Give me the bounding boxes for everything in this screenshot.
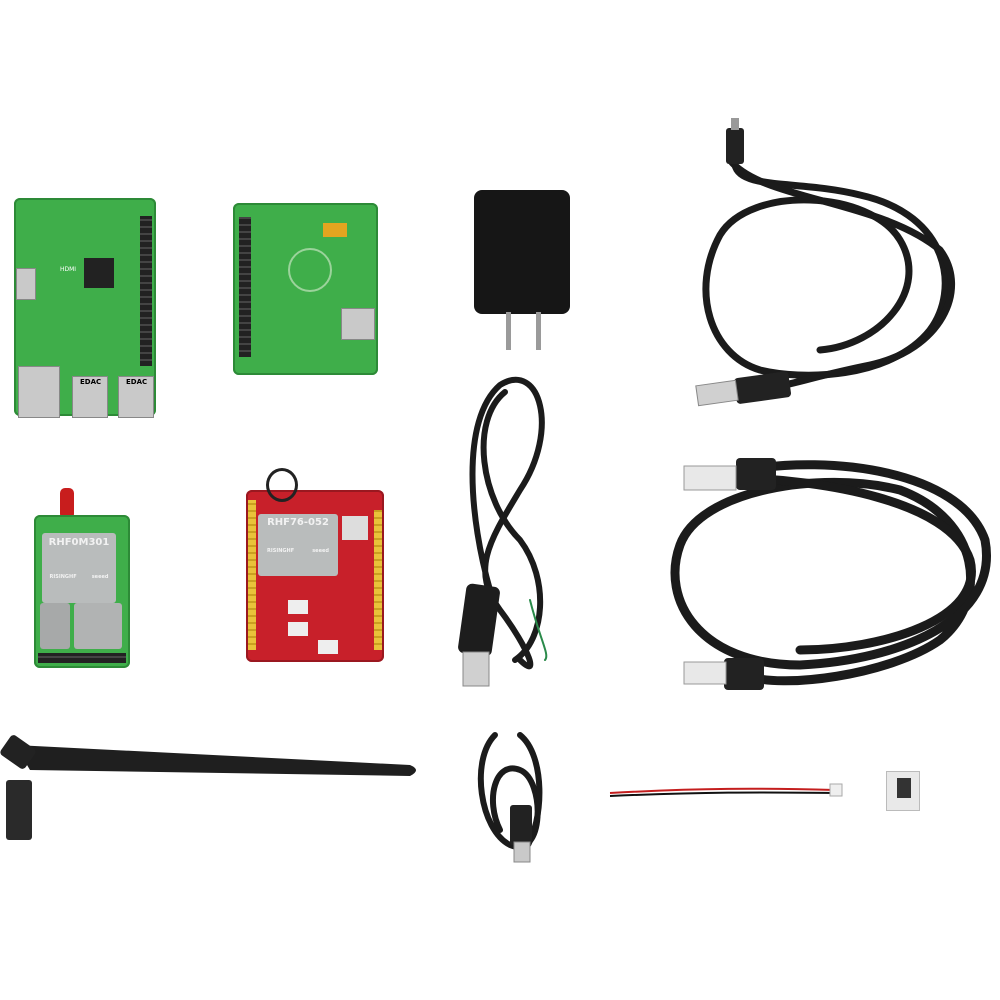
usb-a-plug — [733, 371, 791, 404]
soc-chip — [84, 258, 114, 288]
microsd-card — [897, 778, 911, 798]
shield-can-1 — [40, 603, 70, 649]
coil-antenna — [266, 468, 298, 502]
hat-component — [323, 223, 347, 237]
usb-port-2 — [118, 376, 154, 418]
rj45-plug-top — [683, 465, 737, 491]
usb-port-1 — [72, 376, 108, 418]
sd-card-package — [886, 771, 920, 811]
antenna-hinge — [0, 735, 36, 769]
red-brand-seeed: seeed — [312, 548, 329, 554]
sma-connector — [60, 488, 74, 516]
red-lora-board: RHF76-052 RISINGHF seeed — [246, 468, 384, 662]
adapter-prong-2 — [536, 312, 541, 350]
power-adapter — [474, 190, 570, 314]
red-header-right — [374, 510, 382, 650]
red-brand-risinghf: RISINGHF — [267, 548, 295, 554]
rj45-plug-bottom — [683, 661, 727, 685]
usb-label-2: EDAC — [126, 378, 148, 386]
grove-port-2 — [288, 622, 308, 636]
raspberry-pi-board: HDMI EDAC EDAC — [14, 198, 156, 418]
micro-usb-plug — [726, 128, 744, 164]
gpio-header — [140, 216, 152, 366]
lora-header — [38, 653, 126, 663]
wire-connector — [829, 783, 843, 797]
ethernet-cable — [670, 460, 991, 686]
usb-serial-plug-metal — [462, 651, 490, 687]
shield-can-2 — [74, 603, 122, 649]
ethernet-port — [18, 366, 60, 418]
red-wire — [609, 787, 836, 794]
hat-usb-port — [341, 308, 375, 340]
red-chip: RHF76-052 RISINGHF seeed — [258, 514, 338, 576]
black-wire — [609, 791, 836, 797]
hdmi-port — [16, 268, 36, 300]
grove-port-1 — [288, 600, 308, 614]
rj45-boot-bottom — [724, 658, 764, 690]
grove-port-3 — [318, 640, 338, 654]
red-chip-label: RHF76-052 — [267, 517, 329, 528]
lora-chip: RHF0M301 RISINGHF seeed — [42, 533, 116, 603]
hat-header — [239, 217, 251, 357]
lora-chip-label: RHF0M301 — [48, 537, 110, 548]
rj45-boot-top — [736, 458, 776, 490]
usb-label-1: EDAC — [80, 378, 102, 386]
red-header-left — [248, 500, 256, 650]
lora-brand-seeed: seeed — [91, 574, 109, 580]
battery-holder — [288, 248, 332, 292]
adapter-prong-1 — [506, 312, 511, 350]
lora-brand-risinghf: RISINGHF — [49, 574, 77, 580]
usb-serial-plug-body — [458, 583, 500, 657]
gps-chip — [342, 516, 368, 540]
gateway-hat-board — [233, 203, 378, 375]
lora-module-board: RHF0M301 RISINGHF seeed — [34, 515, 130, 668]
hdmi-label: HDMI — [60, 266, 77, 273]
antenna-base — [6, 780, 32, 840]
micro-usb-cable — [702, 156, 955, 392]
antenna-whip — [15, 745, 416, 776]
usb-serial-cable — [469, 376, 548, 670]
